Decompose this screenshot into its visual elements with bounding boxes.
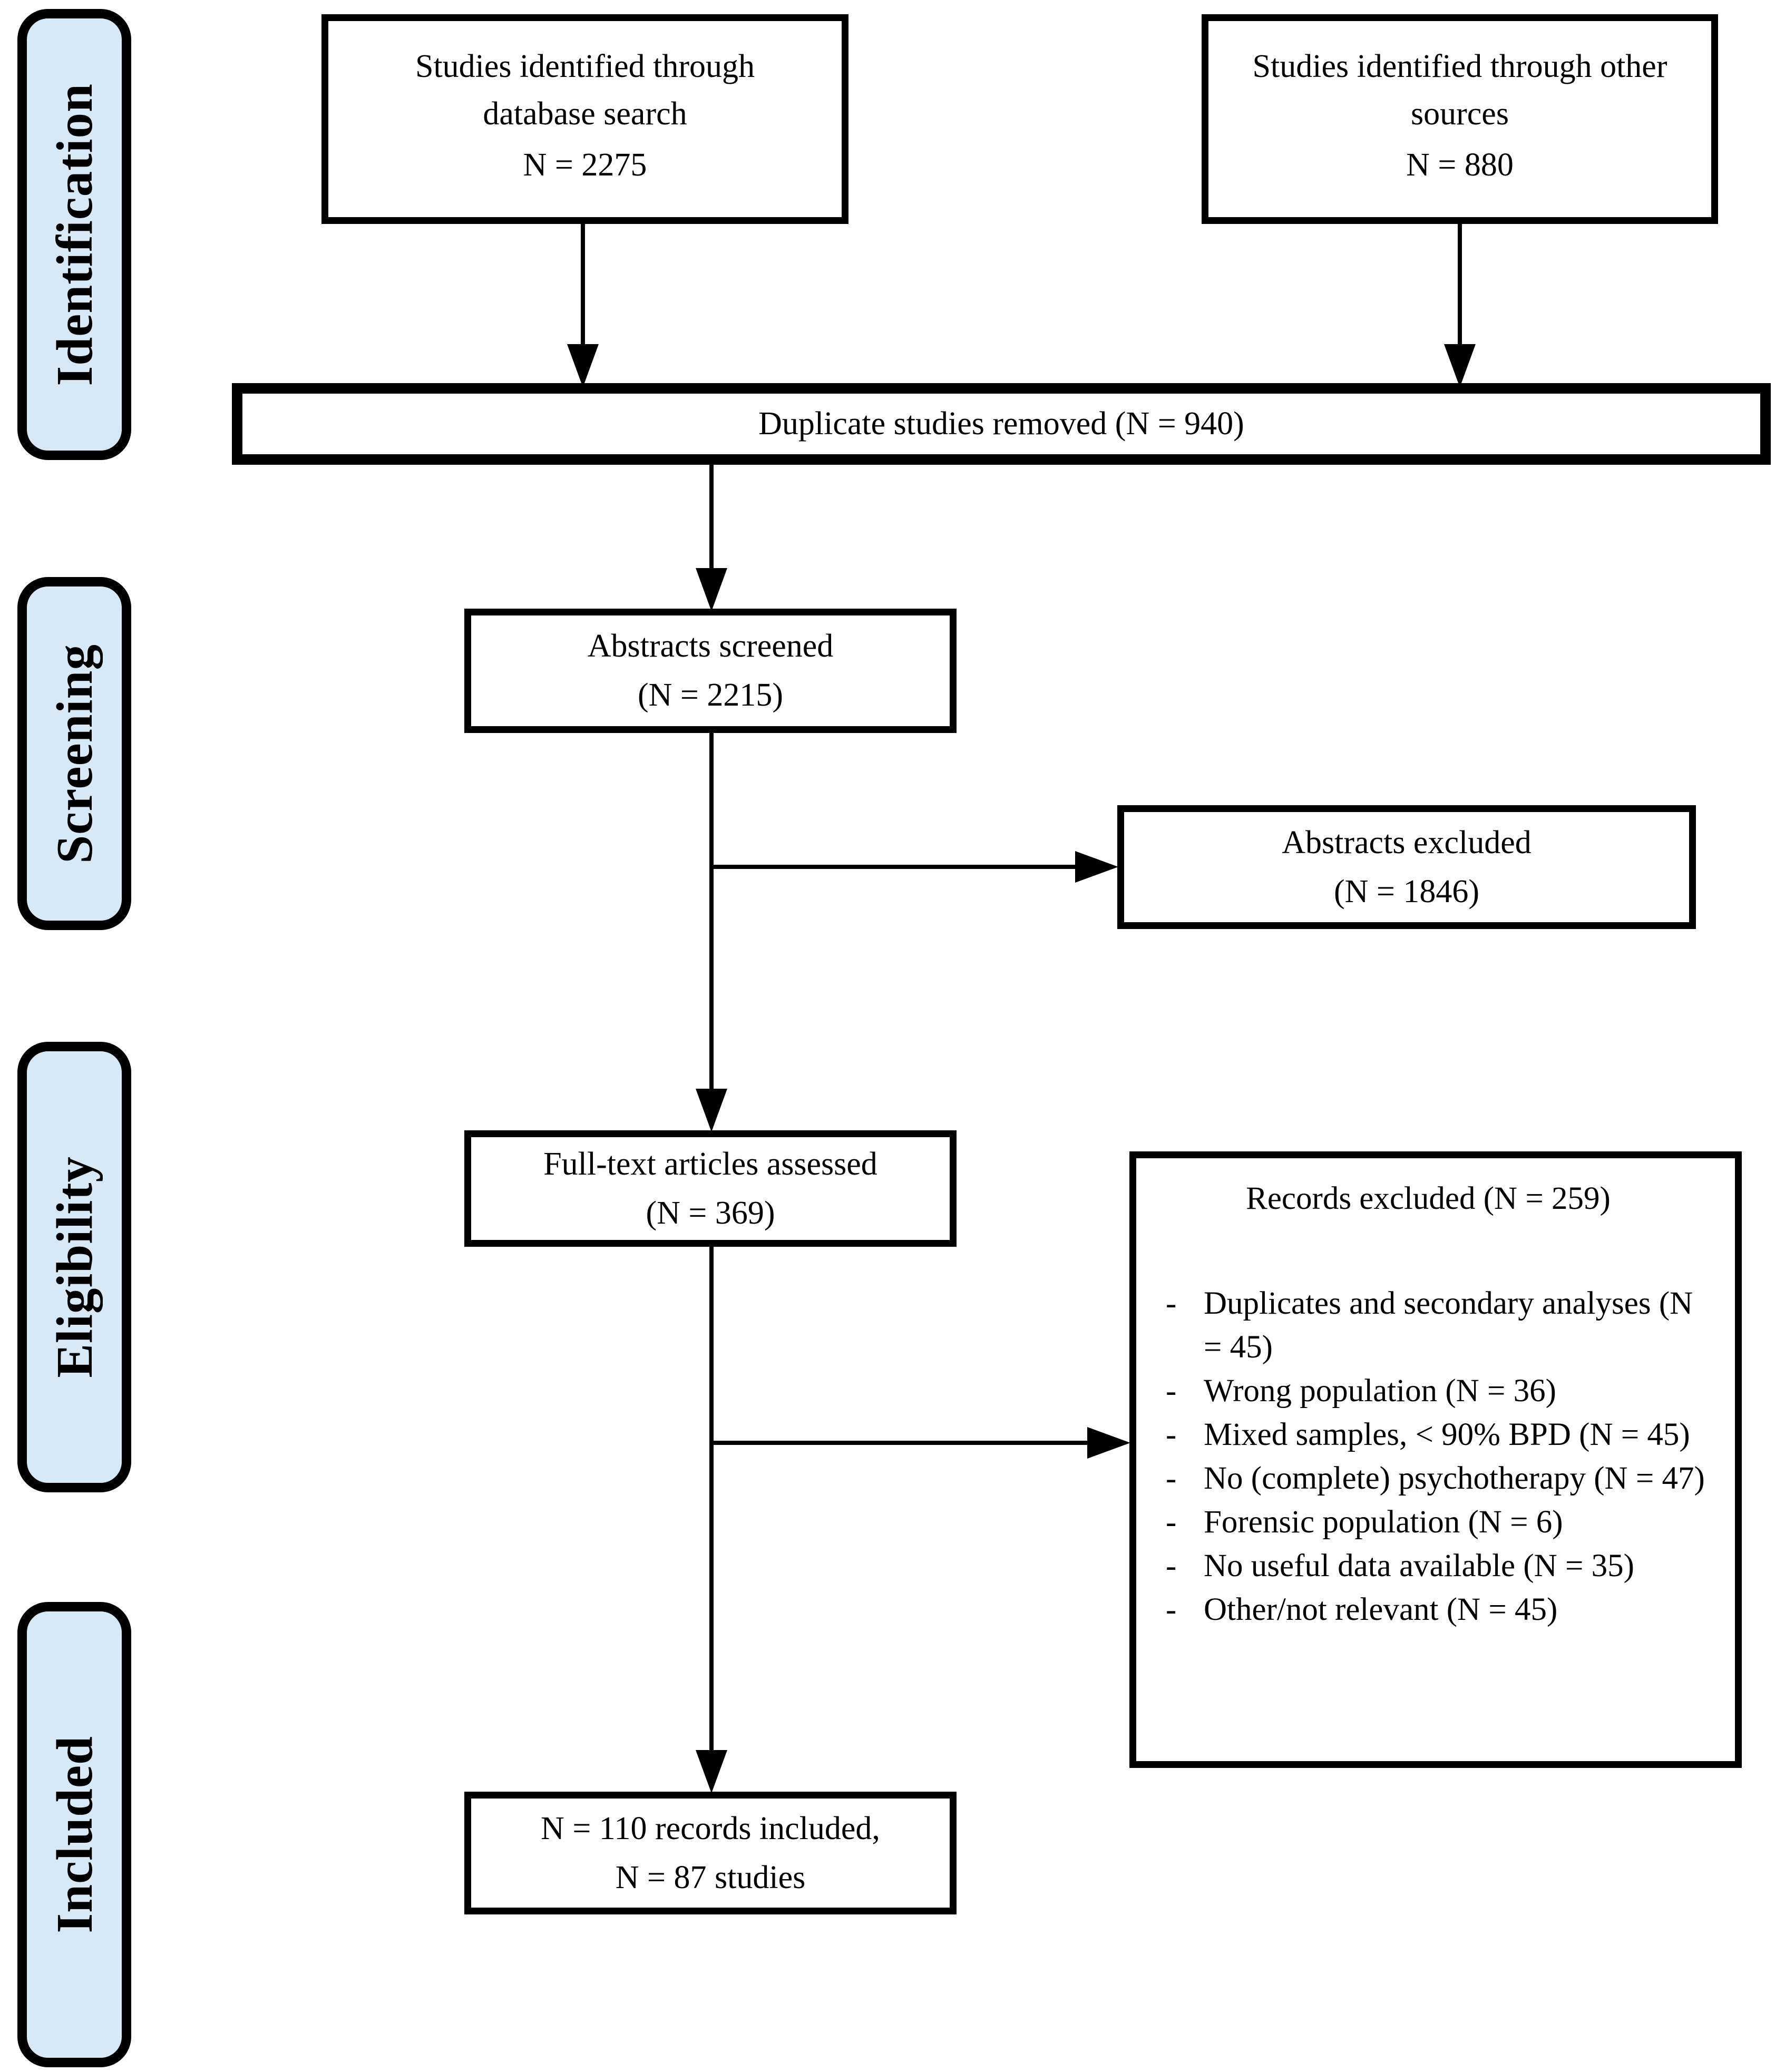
node-other-sources: Studies identified through other sources… — [1202, 14, 1718, 224]
bullet-dash: - — [1166, 1373, 1177, 1409]
bullet-dash: - — [1166, 1285, 1177, 1321]
node-database-search: Studies identified through database sear… — [321, 14, 848, 224]
node-abstracts-excluded: Abstracts excluded (N = 1846) — [1117, 805, 1696, 929]
stage-label-eligibility: Eligibility — [46, 1156, 103, 1378]
node-abstracts-excluded-line2: (N = 1846) — [1333, 873, 1480, 910]
node-duplicates-removed-label: Duplicate studies removed (N = 940) — [758, 406, 1244, 442]
exclusion-reason-item: - Wrong population (N = 36) — [1166, 1370, 1720, 1413]
bullet-dash: - — [1166, 1504, 1177, 1540]
stage-pill-identification: Identification — [17, 9, 131, 460]
connector-screened-to-abstracts-excluded — [711, 865, 1076, 869]
connector-duplicates-to-screened — [709, 464, 714, 569]
node-records-excluded: Records excluded (N = 259) - Duplicates … — [1129, 1151, 1742, 1768]
exclusion-reason-text: Forensic population (N = 6) — [1204, 1504, 1563, 1540]
connector-screened-to-fulltext — [709, 732, 714, 1090]
stage-label-identification: Identification — [46, 83, 103, 386]
exclusion-reason-item: - No useful data available (N = 35) — [1166, 1545, 1720, 1588]
arrowhead-down-icon — [567, 344, 599, 387]
bullet-dash: - — [1166, 1416, 1177, 1452]
exclusion-reason-item: - No (complete) psychotherapy (N = 47) — [1166, 1457, 1720, 1501]
stage-label-included: Included — [46, 1736, 103, 1933]
node-other-sources-count: N = 880 — [1406, 147, 1514, 183]
node-included-records-line1: N = 110 records included, — [541, 1810, 880, 1846]
node-database-search-count: N = 2275 — [523, 147, 647, 183]
arrowhead-right-icon — [1075, 851, 1118, 883]
node-other-sources-title: Studies identified through other sources — [1252, 48, 1667, 132]
node-included-records: N = 110 records included, N = 87 studies — [464, 1792, 957, 1914]
stage-pill-eligibility: Eligibility — [17, 1042, 131, 1492]
connector-fulltext-to-included — [709, 1246, 714, 1752]
exclusion-reason-item: - Other/not relevant (N = 45) — [1166, 1588, 1720, 1632]
stage-pill-included: Included — [17, 1602, 131, 2067]
node-database-search-title: Studies identified through database sear… — [415, 48, 755, 132]
node-included-records-line2: N = 87 studies — [615, 1859, 806, 1895]
node-abstracts-screened-line1: Abstracts screened — [587, 628, 834, 664]
connector-database-to-duplicates — [581, 223, 585, 346]
exclusion-reason-text: Mixed samples, < 90% BPD (N = 45) — [1204, 1416, 1690, 1452]
connector-other-to-duplicates — [1458, 223, 1462, 346]
connector-fulltext-to-records-excluded — [711, 1441, 1088, 1445]
exclusion-reason-text: No (complete) psychotherapy (N = 47) — [1204, 1460, 1705, 1496]
exclusion-reason-text: No useful data available (N = 35) — [1204, 1548, 1634, 1584]
node-records-excluded-title: Records excluded (N = 259) — [1246, 1181, 1611, 1216]
exclusion-reason-text: Duplicates and secondary analyses (N = 4… — [1204, 1285, 1693, 1365]
node-fulltext-assessed: Full-text articles assessed (N = 369) — [464, 1130, 957, 1247]
stage-pill-screening: Screening — [17, 577, 131, 930]
arrowhead-down-icon — [696, 1750, 727, 1793]
bullet-dash: - — [1166, 1548, 1177, 1584]
node-fulltext-assessed-line1: Full-text articles assessed — [543, 1146, 877, 1182]
arrowhead-down-icon — [696, 1089, 727, 1132]
stage-label-screening: Screening — [46, 643, 103, 864]
node-duplicates-removed: Duplicate studies removed (N = 940) — [232, 383, 1771, 465]
exclusion-reason-item: - Mixed samples, < 90% BPD (N = 45) — [1166, 1413, 1720, 1457]
arrowhead-down-icon — [696, 568, 727, 611]
node-abstracts-excluded-line1: Abstracts excluded — [1282, 824, 1532, 861]
bullet-dash: - — [1166, 1591, 1177, 1627]
node-abstracts-screened-line2: (N = 2215) — [637, 677, 784, 713]
arrowhead-down-icon — [1444, 344, 1476, 387]
node-abstracts-screened: Abstracts screened (N = 2215) — [464, 609, 957, 733]
bullet-dash: - — [1166, 1460, 1177, 1496]
exclusion-reason-item: - Duplicates and secondary analyses (N =… — [1166, 1282, 1720, 1370]
node-fulltext-assessed-line2: (N = 369) — [646, 1195, 775, 1231]
arrowhead-right-icon — [1087, 1427, 1130, 1459]
exclusion-reason-text: Wrong population (N = 36) — [1204, 1373, 1556, 1409]
exclusion-reason-text: Other/not relevant (N = 45) — [1204, 1591, 1558, 1627]
exclusion-reason-item: - Forensic population (N = 6) — [1166, 1501, 1720, 1545]
exclusion-reason-list: - Duplicates and secondary analyses (N =… — [1136, 1282, 1720, 1632]
